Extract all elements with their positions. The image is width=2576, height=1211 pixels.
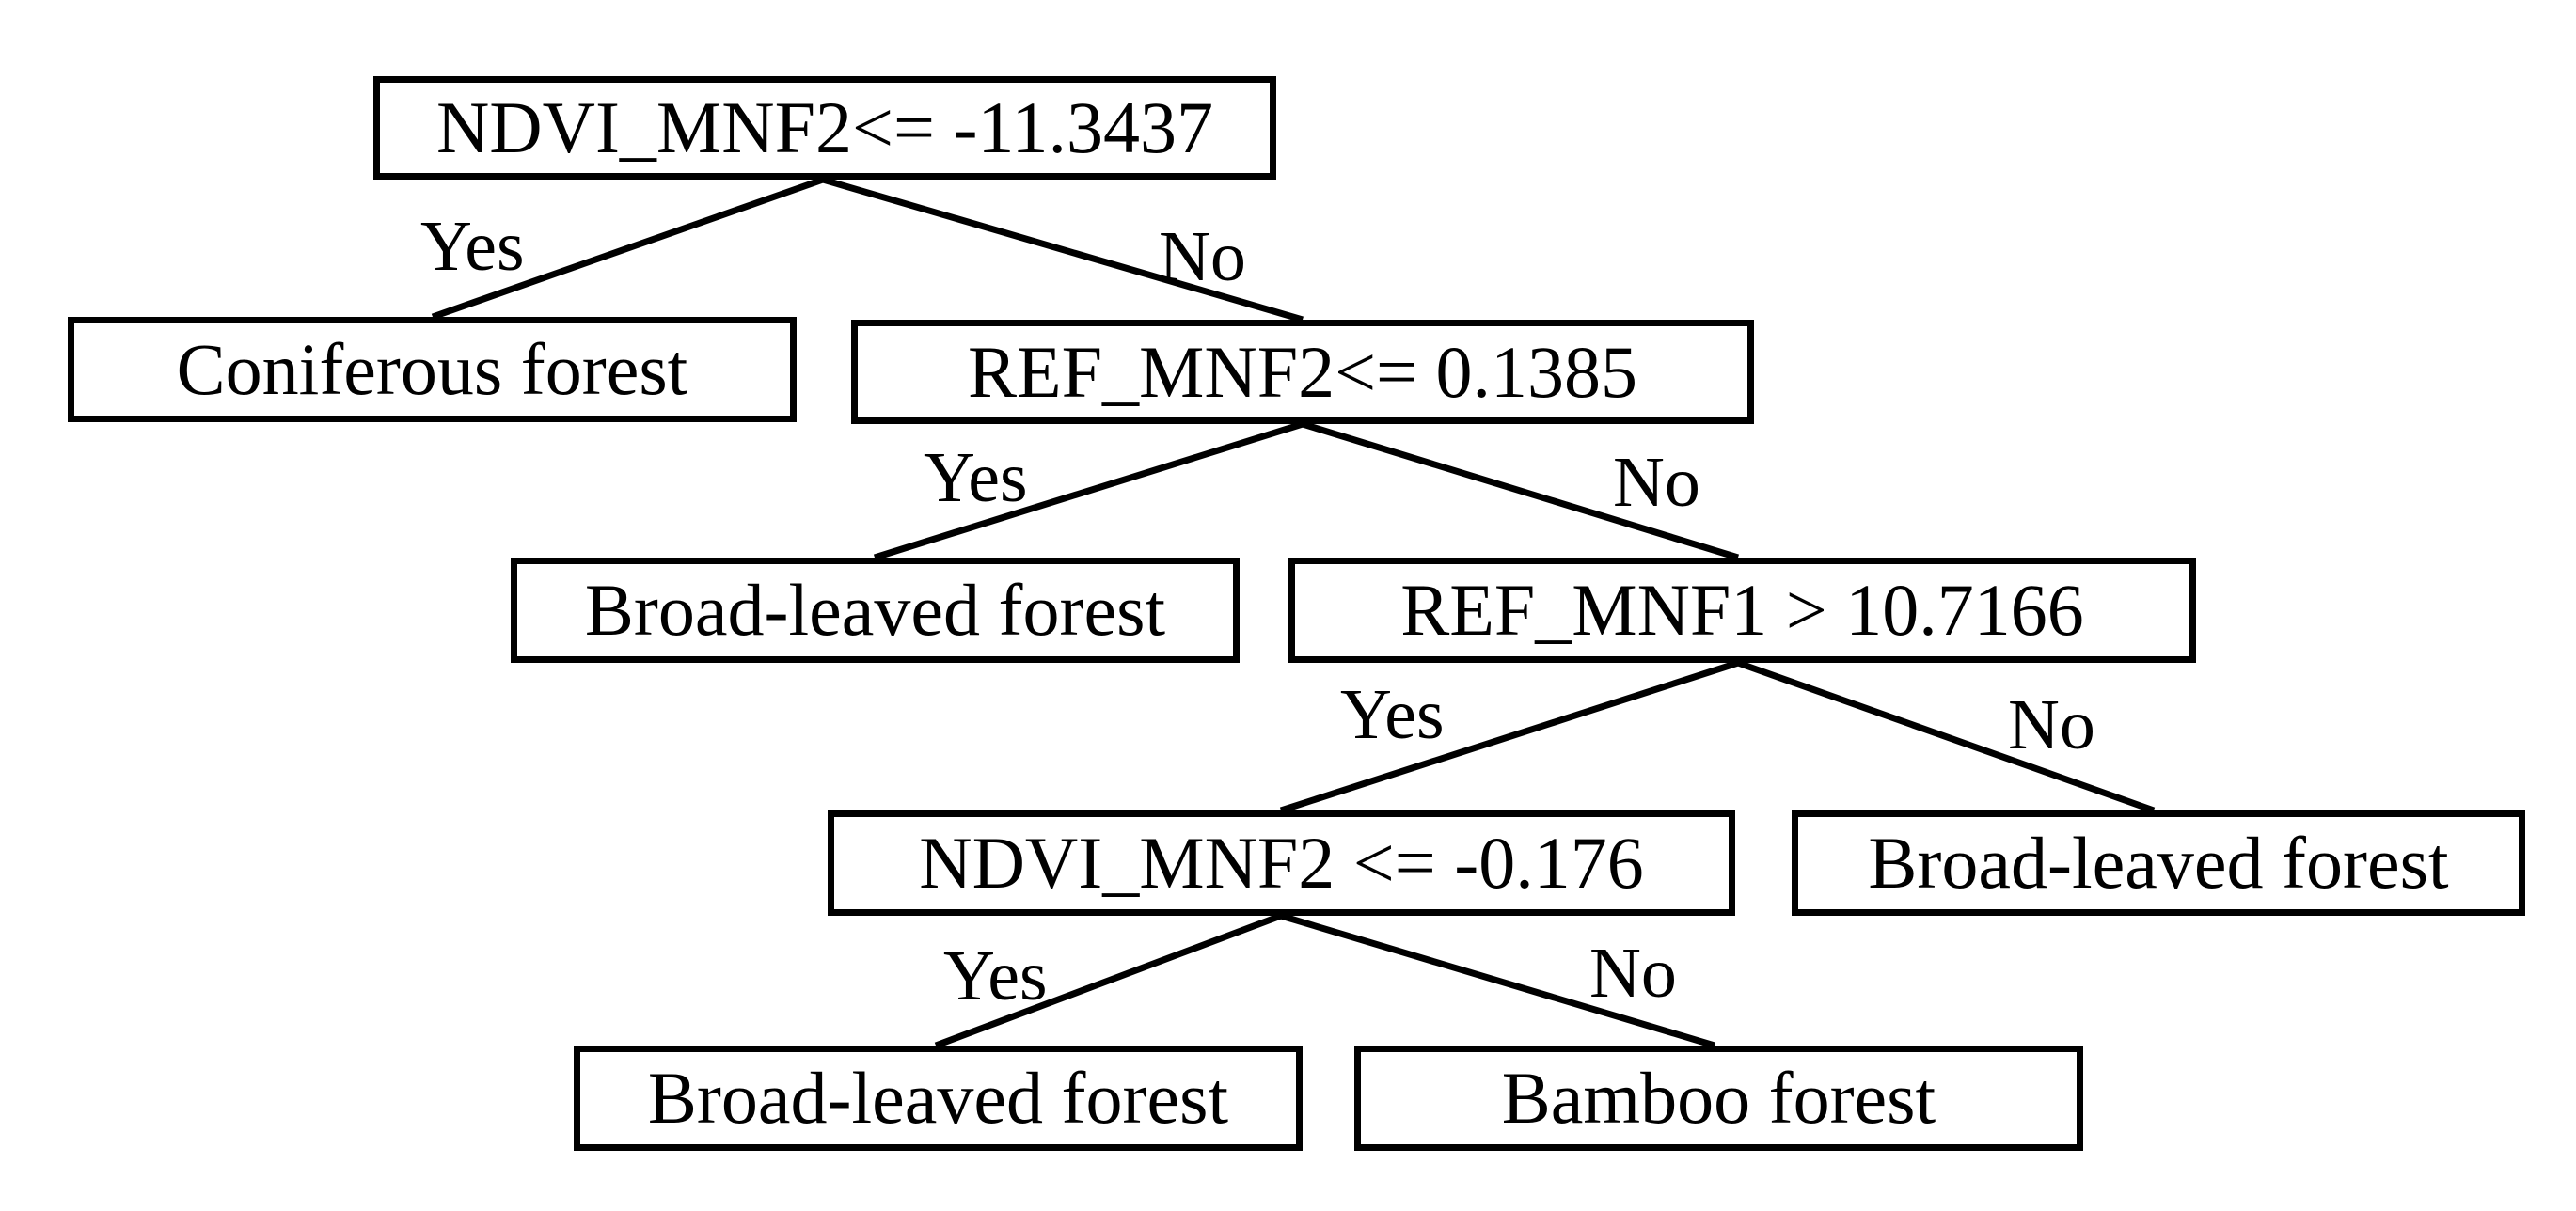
node-broad-leaved-forest-3: Broad-leaved forest xyxy=(574,1046,1303,1151)
edge-root-no xyxy=(822,176,1304,323)
edge-label-root-no: No xyxy=(1159,217,1246,296)
node-broad1-label: Broad-leaved forest xyxy=(584,569,1166,651)
edge-label-root-yes: Yes xyxy=(420,207,525,286)
node-root-condition: NDVI_MNF2<= -11.3437 xyxy=(373,76,1276,180)
edge-ref2-no xyxy=(1301,420,1740,561)
edge-ref1-yes xyxy=(1279,659,1740,814)
node-root-label: NDVI_MNF2<= -11.3437 xyxy=(435,86,1214,168)
edge-ref2-yes xyxy=(873,420,1304,561)
node-ref-mnf1-label: REF_MNF1 > 10.7166 xyxy=(1400,569,2084,651)
edge-ref1-no xyxy=(1736,659,2156,814)
edge-label-ref2-yes: Yes xyxy=(924,438,1028,517)
node-ref-mnf1-condition: REF_MNF1 > 10.7166 xyxy=(1288,558,2196,663)
node-broad-leaved-forest-1: Broad-leaved forest xyxy=(511,558,1240,663)
node-coniferous-label: Coniferous forest xyxy=(176,328,688,410)
edge-label-ndvib-yes: Yes xyxy=(943,936,1048,1015)
node-ndvi-mnf2-b-label: NDVI_MNF2 <= -0.176 xyxy=(919,822,1644,904)
node-bamboo-forest: Bamboo forest xyxy=(1354,1046,2083,1151)
node-broad3-label: Broad-leaved forest xyxy=(647,1057,1229,1139)
edge-label-ndvib-no: No xyxy=(1589,934,1677,1013)
node-ndvi-mnf2-condition-b: NDVI_MNF2 <= -0.176 xyxy=(828,810,1735,916)
edge-ndvib-no xyxy=(1279,912,1716,1049)
node-ref-mnf2-label: REF_MNF2<= 0.1385 xyxy=(967,330,1638,413)
node-ref-mnf2-condition: REF_MNF2<= 0.1385 xyxy=(851,320,1754,424)
node-bamboo-label: Bamboo forest xyxy=(1501,1057,1936,1139)
edge-root-yes xyxy=(431,176,825,321)
edge-label-ref1-yes: Yes xyxy=(1340,675,1445,754)
node-broad2-label: Broad-leaved forest xyxy=(1868,822,2449,904)
edge-label-ref1-no: No xyxy=(2008,685,2095,764)
edge-label-ref2-no: No xyxy=(1613,443,1700,522)
edge-ndvib-yes xyxy=(934,912,1283,1049)
node-coniferous-forest: Coniferous forest xyxy=(68,317,797,422)
node-broad-leaved-forest-2: Broad-leaved forest xyxy=(1792,810,2525,916)
